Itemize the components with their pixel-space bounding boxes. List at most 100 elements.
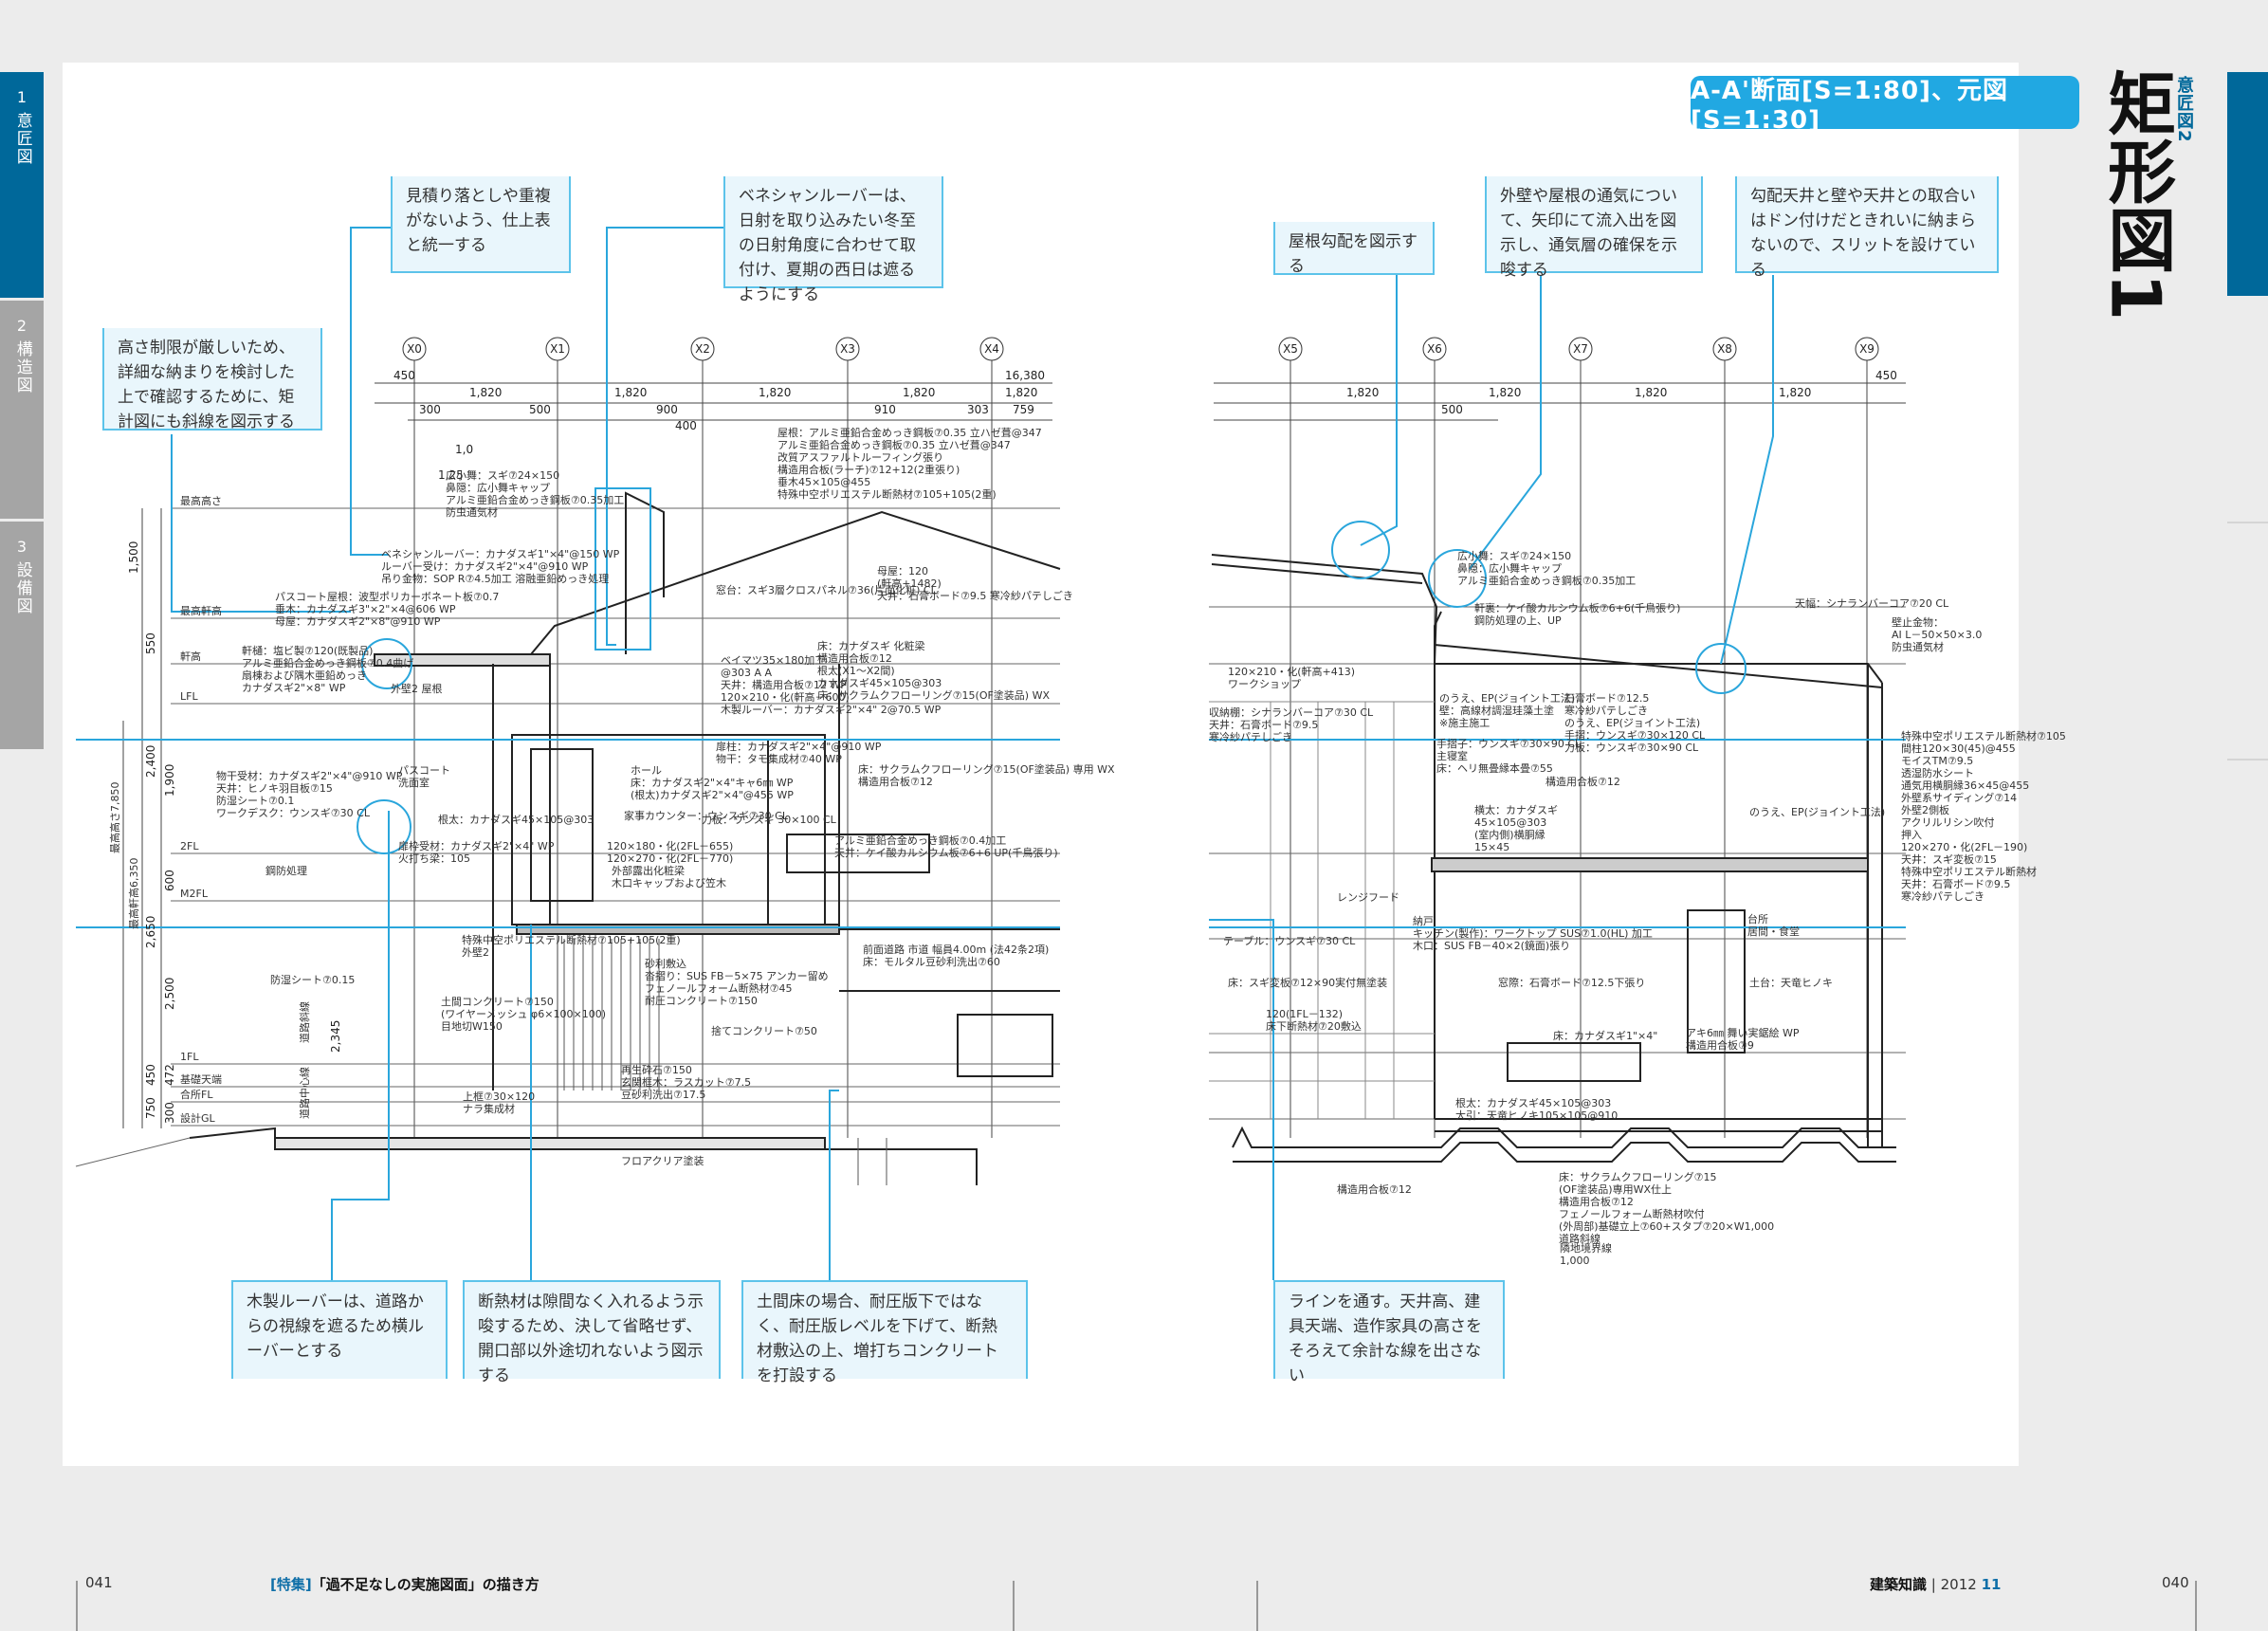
- sidebar-tab-structure[interactable]: 2 構造図: [0, 301, 44, 519]
- dimension-label: 道路中心線: [298, 1067, 311, 1119]
- drawing-annotation: ワークショップ: [1228, 678, 1301, 690]
- right-edge-divider: [2227, 522, 2268, 523]
- callout-text: 見積り落としや重複がないよう、仕上表と統一する: [406, 187, 551, 255]
- sidebar-tab-equipment[interactable]: 3 設備図: [0, 522, 44, 749]
- callout-text: ベネシャンルーバーは、日射を取り込みたい冬至の日射角度に合わせて取付け、夏期の西…: [739, 187, 916, 304]
- grid-labels-left: X0 X1 X2 X3 X4: [402, 337, 1004, 361]
- drawing-annotation: 鼻隠：広小舞キャップ: [446, 481, 550, 494]
- dimension-label: 500: [1441, 403, 1463, 416]
- drawing-annotation: 根太：カナダスギ45×105@303: [438, 813, 594, 826]
- drawing-annotation: 寒冷紗パテしごき: [1564, 704, 1648, 717]
- drawing-annotation: 特殊中空ポリエステル断熱材: [1901, 865, 2037, 878]
- drawing-annotation: 床：モルタル豆砂利洗出⑦60: [863, 955, 1000, 968]
- drawing-annotation: レンジフード: [1337, 891, 1399, 904]
- grid-label: X3: [840, 342, 855, 356]
- level-label: M2FL: [180, 888, 209, 900]
- drawing-annotation: 木製ルーバー：カナダスギ2"×4" 2@70.5 WP: [721, 703, 942, 716]
- drawing-annotation: 納戸: [1413, 915, 1434, 927]
- callout-text: ラインを通す。天井高、建具天端、造作家具の高さをそろえて余計な線を出さない: [1289, 1292, 1482, 1385]
- drawing-annotation: 透湿防水シート: [1901, 766, 1974, 779]
- annotations-left: 屋根：アルミ亜鉛合金めっき鋼板⑦0.35 立ハゼ葺@347アルミ亜鉛合金めっき鋼…: [216, 426, 1115, 1167]
- feature-bracket: [特集]: [270, 1576, 312, 1593]
- drawing-annotation: ホール: [631, 764, 662, 777]
- grid-label: X0: [407, 342, 422, 356]
- drawing-annotation: 外部露出化粧梁: [612, 864, 685, 877]
- footer-tick: [1256, 1581, 1258, 1631]
- drawing-annotation: 120(1FL－132): [1266, 1008, 1343, 1020]
- drawing-annotation: 根太：カナダスギ45×105@303: [1455, 1096, 1611, 1109]
- callout-ventilation: 外壁や屋根の通気について、矢印にて流入出を図示し、通気層の確保を示唆する: [1485, 176, 1703, 280]
- drawing-annotation: フェノールフォーム断熱材吹付: [1559, 1207, 1705, 1220]
- drawing-annotation: ベネシャンルーバー：カナダスギ1"×4"@150 WP: [381, 547, 620, 560]
- right-interior-grid: [1209, 701, 1435, 1119]
- drawing-annotation: (外周部)基礎立上⑦60+スタプ⑦20×W1,000: [1559, 1219, 1774, 1233]
- drawing-annotation: 鋼防処理: [265, 864, 307, 877]
- right-foundation: [1232, 1126, 1896, 1163]
- drawing-annotation: 構造用合板⑦12: [1559, 1195, 1634, 1208]
- dimension-label: 1,820: [759, 386, 791, 399]
- dimension-label: 450: [393, 369, 415, 382]
- drawing-annotation: アクリルリシン吹付: [1901, 816, 1994, 829]
- drawing-annotation: 特殊中空ポリエステル断熱材⑦105+105(2重): [777, 487, 997, 501]
- drawing-annotation: 寒冷紗パテしごき: [1209, 730, 1292, 743]
- drawing-annotation: パスコート屋根：波型ポリカーボネート板⑦0.7: [275, 590, 499, 603]
- drawing-annotation: 砂利敷込: [645, 957, 686, 970]
- drawing-annotation: 天井：構造用合板⑦12 WP: [721, 678, 847, 691]
- drawing-annotation: 天井：石膏ボード⑦9.5 寒冷紗パテしごき: [877, 589, 1073, 602]
- drawing-annotation: 床：カナダスギ 化粧梁: [817, 639, 925, 652]
- drawing-annotation: 大引：天竜ヒノキ105×105@910: [1455, 1109, 1618, 1122]
- dimension-label: 最高軒高6,350: [127, 858, 140, 930]
- grid-label: X6: [1427, 342, 1442, 356]
- drawing-annotation: 押入: [1901, 828, 1922, 841]
- callout-height-limit: 高さ制限が厳しいため、詳細な納まりを検討した上で確認するために、矩計図にも斜線を…: [102, 328, 322, 431]
- dimension-label: 1,820: [1005, 386, 1037, 399]
- drawing-annotation: 屋根：アルミ亜鉛合金めっき鋼板⑦0.35 立ハゼ葺@347: [777, 426, 1042, 439]
- dimension-label: 2,345: [329, 1020, 342, 1053]
- drawing-annotation: 壁：高線材調湿珪藻土塗: [1439, 704, 1554, 717]
- drawing-annotation: 天井：ケイ酸カルシウム板⑦6+6 UP(千鳥張り): [834, 846, 1058, 859]
- dimension-label: 1,820: [1346, 386, 1379, 399]
- dimension-label: 600: [163, 870, 176, 891]
- tab-label: 設備図: [12, 561, 32, 616]
- footer-tick: [1013, 1581, 1015, 1631]
- drawing-annotation: 道路斜線: [1559, 1232, 1600, 1245]
- callout-roof-pitch: 屋根勾配を図示する: [1273, 222, 1435, 276]
- drawing-annotation: 吊り金物：SOP R⑦4.5加工 溶融亜鉛めっき処理: [381, 572, 609, 585]
- drawing-annotation: 根太(X1～X2間): [817, 664, 895, 677]
- dimension-label: 1,820: [614, 386, 647, 399]
- drawing-annotation: カナダスギ45×105@303: [817, 676, 942, 689]
- right-edge-tab[interactable]: [2227, 72, 2268, 296]
- drawing-annotation: 特殊中空ポリエステル断熱材⑦105+105(2重): [462, 933, 681, 946]
- drawing-annotation: 天幅：シナランバーコア⑦20 CL: [1795, 597, 1949, 610]
- drawing-annotation: 構造用合板(ラーチ)⑦12+12(2重張り): [777, 463, 960, 476]
- dimension-label: 16,380: [1005, 369, 1045, 382]
- dimension-label: 759: [1013, 403, 1034, 416]
- sidebar-tab-design[interactable]: 1 意匠図: [0, 72, 44, 298]
- drawing-annotation: 窓際：石膏ボード⑦12.5下張り: [1498, 976, 1645, 989]
- drawing-annotation: 床：スギ変板⑦12×90実付無塗装: [1228, 976, 1387, 989]
- level-label: 2FL: [180, 840, 199, 852]
- drawing-annotation: 家事カウンター：ウンスギ⑦30 CL: [624, 809, 789, 822]
- drawing-annotation: 収納棚：シナランバーコア⑦30 CL: [1209, 706, 1374, 719]
- level-label: 軒高: [180, 650, 201, 663]
- tab-label: 構造図: [12, 340, 32, 395]
- drawing-annotation: 鋼防処理の上、UP: [1474, 614, 1562, 627]
- drawing-annotation: 構造用合板⑦12: [1546, 775, 1620, 788]
- drawing-annotation: @303 A A: [721, 667, 773, 679]
- drawing-annotation: 土台：天竜ヒノキ: [1749, 976, 1833, 989]
- drawing-annotation: 扉柱：カナダスギ2"×4"@910 WP: [716, 740, 882, 753]
- callout-earth-floor: 土間床の場合、耐圧版下ではなく、耐圧版レベルを下げて、断熱材敷込の上、増打ちコン…: [741, 1280, 1028, 1385]
- grid-label: X7: [1573, 342, 1588, 356]
- drawing-annotation: 扉枠受材：カナダスギ2"×4" WP: [398, 839, 555, 852]
- page-title: 矩形図1: [2095, 68, 2176, 321]
- drawing-annotation: キッチン(製作)：ワークトップ SUS⑦1.0(HL) 加工: [1413, 926, 1653, 940]
- drawing-annotation: 手摺：ウンスギ⑦30×120 CL: [1564, 728, 1706, 742]
- grid-label: X2: [695, 342, 710, 356]
- right-edge-divider: [2227, 759, 2268, 761]
- drawing-annotation: 床：サクラムクフローリング⑦15: [1559, 1170, 1717, 1183]
- issue-month: 11: [1981, 1576, 2002, 1593]
- drawing-annotation: 広小舞：スギ⑦24×150: [446, 469, 559, 482]
- drawing-annotation: 扇棟および隅木亜鉛めっき: [242, 669, 367, 682]
- drawing-annotation: 火打ち梁：105: [398, 852, 470, 865]
- dimension-label: 1,820: [1635, 386, 1667, 399]
